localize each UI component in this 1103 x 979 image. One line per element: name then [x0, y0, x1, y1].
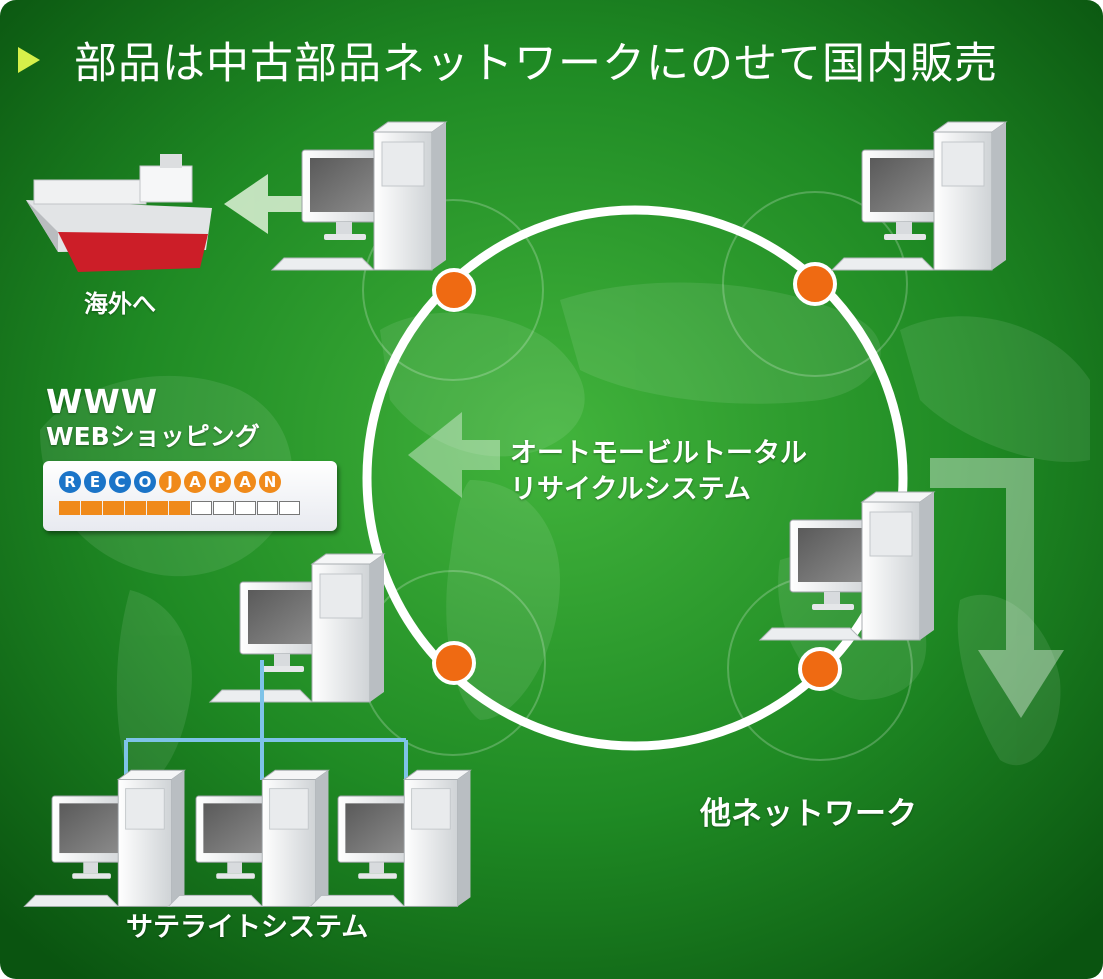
- label-satellite-system: サテライトシステム: [126, 912, 369, 943]
- network-nodes: [432, 262, 842, 691]
- logo-letter: N: [259, 471, 281, 493]
- logo-letter: P: [209, 471, 231, 493]
- arrow-left-icon: [408, 412, 500, 498]
- network-node: [432, 268, 476, 312]
- logo-subtitle-bar: [59, 501, 300, 515]
- network-node: [432, 641, 476, 685]
- satellite-links: [124, 660, 408, 780]
- arrow-down-icon: [930, 458, 1064, 718]
- label-other-network: 他ネットワーク: [700, 796, 917, 832]
- logo-letter: J: [159, 471, 181, 493]
- network-node: [798, 647, 842, 691]
- label-center-line1: オートモービルトータル: [510, 438, 807, 469]
- label-overseas: 海外へ: [84, 290, 156, 318]
- logo-letter: A: [184, 471, 206, 493]
- network-node: [793, 262, 837, 306]
- label-web-shopping: WEBショッピング: [46, 422, 260, 451]
- label-www: WWW: [46, 382, 159, 421]
- label-center-line2: リサイクルシステム: [510, 474, 751, 505]
- logo-letter: A: [234, 471, 256, 493]
- cargo-ship-icon: [26, 154, 212, 272]
- logo-letter: C: [109, 471, 131, 493]
- logo-letter: O: [134, 471, 156, 493]
- logo-letter: R: [59, 471, 81, 493]
- triangle-bullet-icon: [18, 47, 40, 73]
- arrow-left-icon: [224, 174, 308, 234]
- logo-letter: E: [84, 471, 106, 493]
- diagram-title: 部品は中古部品ネットワークにのせて国内販売: [74, 39, 998, 89]
- network-ring: [362, 205, 908, 751]
- title-row: 部品は中古部品ネットワークにのせて国内販売: [18, 30, 998, 90]
